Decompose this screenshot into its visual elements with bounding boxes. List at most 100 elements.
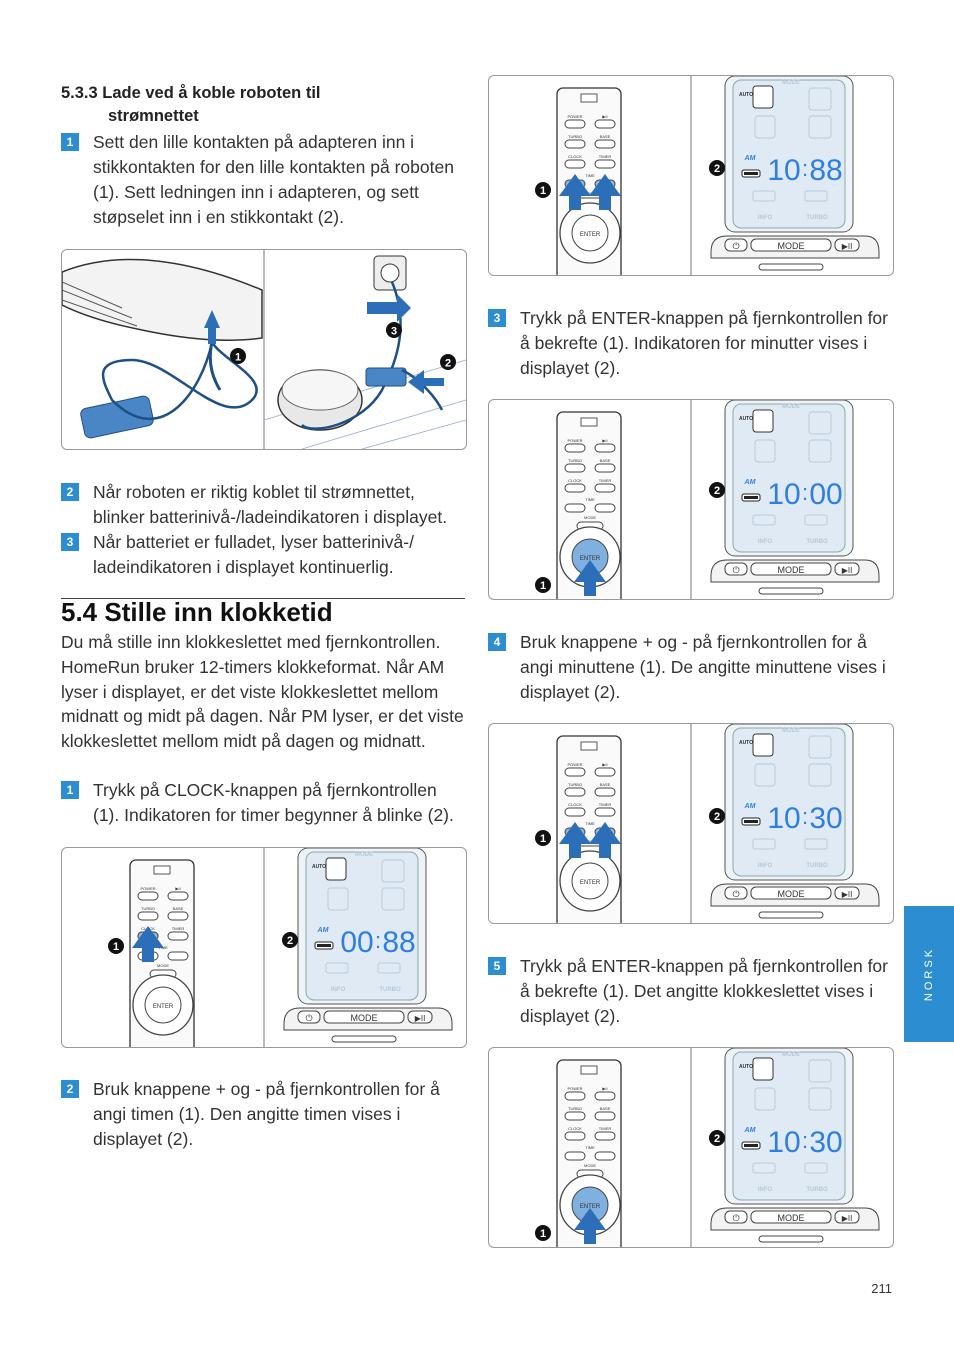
display-turbo-label: TURBO bbox=[806, 1187, 828, 1193]
callout-2: 2 bbox=[714, 811, 720, 823]
remote-label: TURBO bbox=[568, 458, 582, 463]
remote-button bbox=[594, 483, 616, 493]
remote-label: MODE bbox=[157, 963, 169, 968]
display-am-label: AM bbox=[744, 803, 756, 810]
remote-label: POWER bbox=[567, 762, 582, 767]
display-icon bbox=[754, 115, 776, 139]
press-arrow bbox=[132, 926, 164, 962]
display-battery-level bbox=[744, 1144, 758, 1147]
panel-play-label: ▶II bbox=[842, 890, 853, 899]
panel-mode-label: MODE bbox=[778, 565, 805, 575]
display-auto-icon bbox=[752, 733, 774, 757]
remote-button bbox=[564, 463, 586, 473]
display-auto-icon bbox=[325, 857, 347, 881]
language-tab-label: NORSK bbox=[923, 946, 935, 1002]
remote-button bbox=[564, 483, 586, 493]
callout-1: 1 bbox=[540, 185, 546, 197]
display-colon: : bbox=[802, 1128, 808, 1153]
callout-1-circle bbox=[535, 830, 551, 846]
remote-button bbox=[167, 891, 189, 901]
remote-enter-label: ENTER bbox=[580, 556, 601, 562]
panel-mode-button bbox=[750, 1210, 832, 1224]
display-icon bbox=[381, 859, 405, 883]
display-auto-icon bbox=[752, 85, 774, 109]
panel-slot bbox=[758, 911, 824, 919]
remote-label: POWER bbox=[567, 438, 582, 443]
panel-play-label: ▶II bbox=[842, 1214, 853, 1223]
press-arrow bbox=[589, 174, 621, 210]
display-auto-label: AUTO bbox=[739, 1064, 753, 1070]
remote-label: MODE bbox=[584, 191, 596, 196]
remote-plus-button bbox=[594, 1151, 616, 1161]
display-hours: 10 bbox=[767, 478, 800, 511]
remote-button bbox=[137, 911, 159, 921]
step-text: Trykk på CLOCK-knappen på fjernkontrolle… bbox=[93, 780, 454, 825]
display-battery-level bbox=[744, 496, 758, 499]
panel-play-label: ▶II bbox=[842, 242, 853, 251]
display-icon bbox=[752, 838, 776, 850]
display-minutes: 30 bbox=[809, 802, 842, 835]
step-54-5: 5 Trykk på ENTER-knappen på fjernkontrol… bbox=[488, 954, 893, 1029]
display-hours: 00 bbox=[340, 926, 373, 959]
remote-button bbox=[564, 1131, 586, 1141]
display-colon: : bbox=[802, 480, 808, 505]
step-text: Bruk knappene + og - på fjernkontrollen … bbox=[93, 1079, 440, 1149]
panel-play-button bbox=[834, 886, 860, 900]
remote-ir-window bbox=[580, 741, 598, 751]
panel-power-button bbox=[297, 1010, 321, 1024]
panel-power-icon: ⏻ bbox=[732, 241, 739, 251]
remote-button bbox=[564, 767, 586, 777]
panel-power-button bbox=[724, 886, 748, 900]
display-battery-level bbox=[317, 944, 331, 947]
display-icon bbox=[808, 115, 832, 139]
display-info-label: INFO bbox=[758, 539, 773, 545]
panel-mode-button bbox=[750, 562, 832, 576]
display-auto-label: AUTO bbox=[739, 740, 753, 746]
display-icon bbox=[754, 1087, 776, 1111]
step-54-3: 3 Trykk på ENTER-knappen på fjernkontrol… bbox=[488, 306, 893, 381]
display-auto-label: AUTO bbox=[739, 416, 753, 422]
display-minutes: 30 bbox=[809, 1126, 842, 1159]
press-arrow bbox=[559, 174, 591, 210]
display-mode-label: MODE bbox=[782, 80, 800, 86]
display-turbo-label: TURBO bbox=[806, 863, 828, 869]
display-info-label: INFO bbox=[331, 987, 346, 993]
display-icon bbox=[808, 1059, 832, 1083]
display-turbo-label: TURBO bbox=[806, 215, 828, 221]
press-arrow bbox=[589, 822, 621, 858]
remote-button bbox=[564, 787, 586, 797]
remote-label: TIMER bbox=[599, 478, 612, 483]
panel-mode-label: MODE bbox=[778, 889, 805, 899]
remote-ir-window bbox=[580, 93, 598, 103]
display-icon bbox=[804, 514, 828, 526]
panel-power-icon: ⏻ bbox=[732, 565, 739, 575]
remote-minus-button bbox=[564, 1151, 586, 1161]
remote-enter-label: ENTER bbox=[580, 880, 601, 886]
step-54-2: 2 Bruk knappene + og - på fjernkontrolle… bbox=[61, 1077, 466, 1152]
display-auto-label: AUTO bbox=[739, 92, 753, 98]
remote-label: ▶II bbox=[175, 886, 180, 891]
panel-power-button bbox=[724, 238, 748, 252]
display-auto-label: AUTO bbox=[312, 864, 326, 870]
panel-mode-button bbox=[750, 238, 832, 252]
remote-label: TIMER bbox=[172, 926, 185, 931]
remote-label: TIMER bbox=[599, 1126, 612, 1131]
display-mode-label: MODE bbox=[782, 728, 800, 734]
remote-label: TURBO bbox=[141, 906, 155, 911]
panel-play-label: ▶II bbox=[415, 1014, 426, 1023]
step-number: 3 bbox=[61, 533, 79, 551]
figure-clock-step-1: POWER▶IITURBOBASECLOCKTIMERTIMEMODEENTER… bbox=[61, 847, 467, 1048]
panel-slot bbox=[331, 1035, 397, 1043]
remote-label: TIME bbox=[585, 173, 595, 178]
remote-label: BASE bbox=[600, 1106, 611, 1111]
display-mode-label: MODE bbox=[782, 1052, 800, 1058]
display-minutes: 88 bbox=[809, 154, 842, 187]
panel-play-button bbox=[834, 562, 860, 576]
callout-3: 3 bbox=[391, 326, 397, 338]
panel-power-icon: ⏻ bbox=[732, 1213, 739, 1223]
display-icon bbox=[804, 190, 828, 202]
callout-2-circle bbox=[709, 1130, 725, 1146]
display-info-label: INFO bbox=[758, 215, 773, 221]
